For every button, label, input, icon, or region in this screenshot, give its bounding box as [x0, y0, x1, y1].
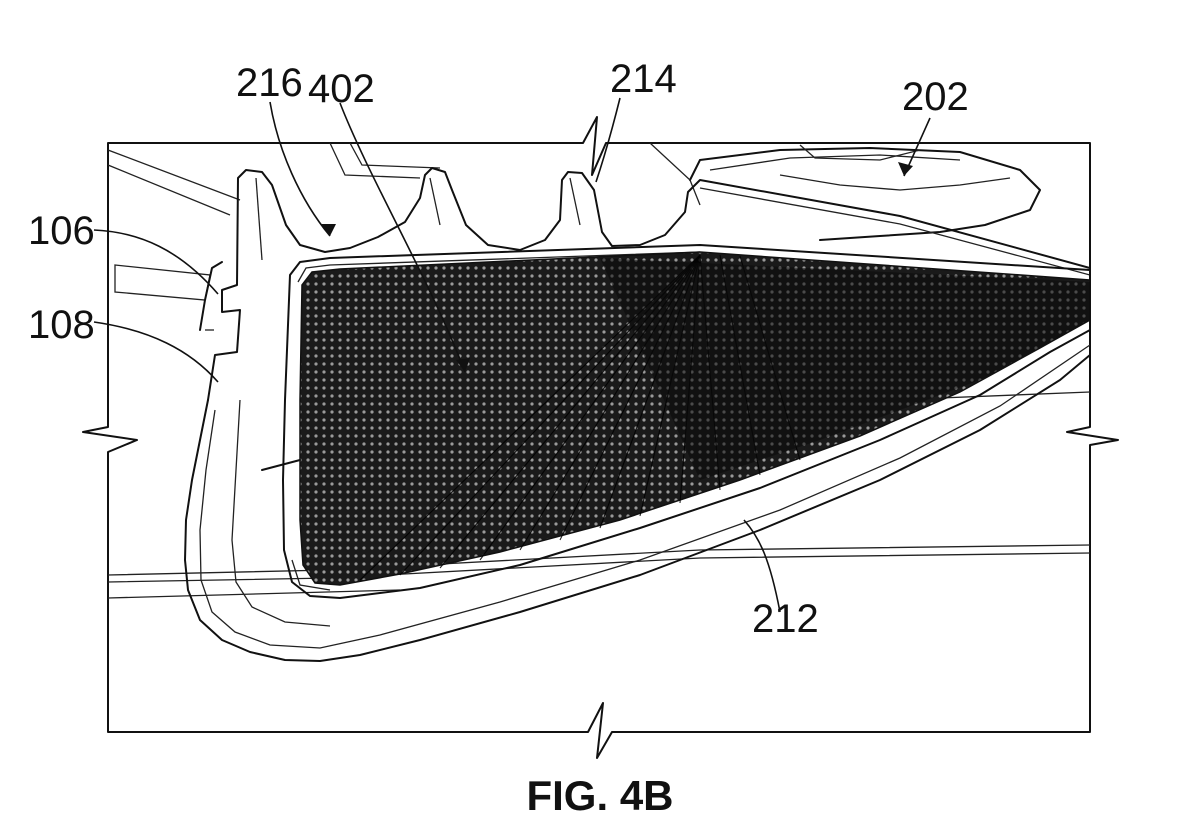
- brush-head-shell: [184, 167, 1090, 662]
- background-surfaces: [108, 143, 1090, 599]
- leader-lines: [93, 97, 931, 613]
- arrowhead-202: [898, 162, 913, 176]
- label-402: 402: [308, 67, 375, 111]
- reference-labels: 216 402 214 202 106 108 212: [28, 57, 969, 641]
- bristle-field-402: [299, 251, 1090, 586]
- arrowheads: [320, 162, 913, 372]
- label-202: 202: [902, 75, 969, 119]
- arrowhead-216: [320, 224, 336, 236]
- housing-202: [649, 143, 1041, 241]
- label-108: 108: [28, 303, 95, 347]
- label-106: 106: [28, 209, 95, 253]
- figure-caption: FIG. 4B: [526, 772, 673, 819]
- label-212: 212: [752, 597, 819, 641]
- label-216: 216: [236, 61, 303, 105]
- bristle-frame: [282, 244, 1090, 599]
- label-214: 214: [610, 57, 677, 101]
- frame-border: [82, 116, 1119, 759]
- arrowhead-402: [456, 358, 470, 372]
